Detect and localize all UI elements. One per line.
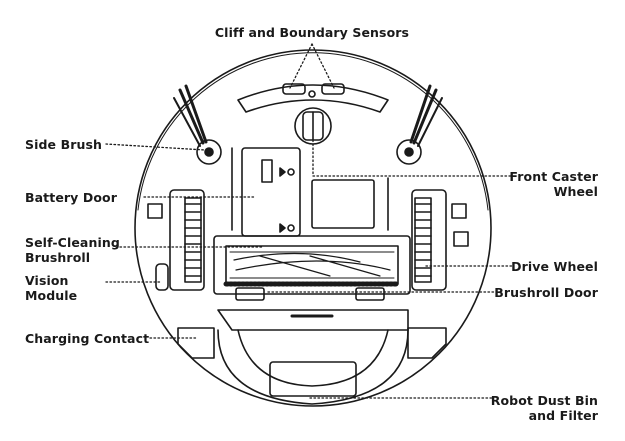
label-vision-module: Vision Module [25, 273, 78, 303]
vision-module [155, 263, 169, 291]
battery-door [241, 147, 301, 237]
label-drive-wheel: Drive Wheel [511, 259, 598, 274]
label-battery-door: Battery Door [25, 190, 117, 205]
label-front-caster-wheel: Front Caster Wheel [509, 169, 598, 199]
label-self-cleaning-brushroll: Self-Cleaning Brushroll [25, 235, 120, 265]
brushroll-door [213, 235, 411, 301]
drive-wheel-left [169, 189, 205, 291]
label-charging-contact: Charging Contact [25, 331, 150, 346]
charging-contacts [177, 327, 447, 359]
robot-body-outline [134, 49, 492, 407]
side-brush-left [173, 84, 222, 165]
label-cliff-sensors: Cliff and Boundary Sensors [214, 25, 410, 40]
label-side-brush: Side Brush [25, 137, 102, 152]
dust-bin [217, 309, 409, 405]
label-robot-dust-bin: Robot Dust Bin and Filter [490, 393, 598, 423]
side-brush-right [396, 84, 443, 165]
cliff-sensor-strip [237, 84, 389, 113]
label-brushroll-door: Brushroll Door [494, 285, 598, 300]
drive-wheel-right [411, 189, 469, 291]
